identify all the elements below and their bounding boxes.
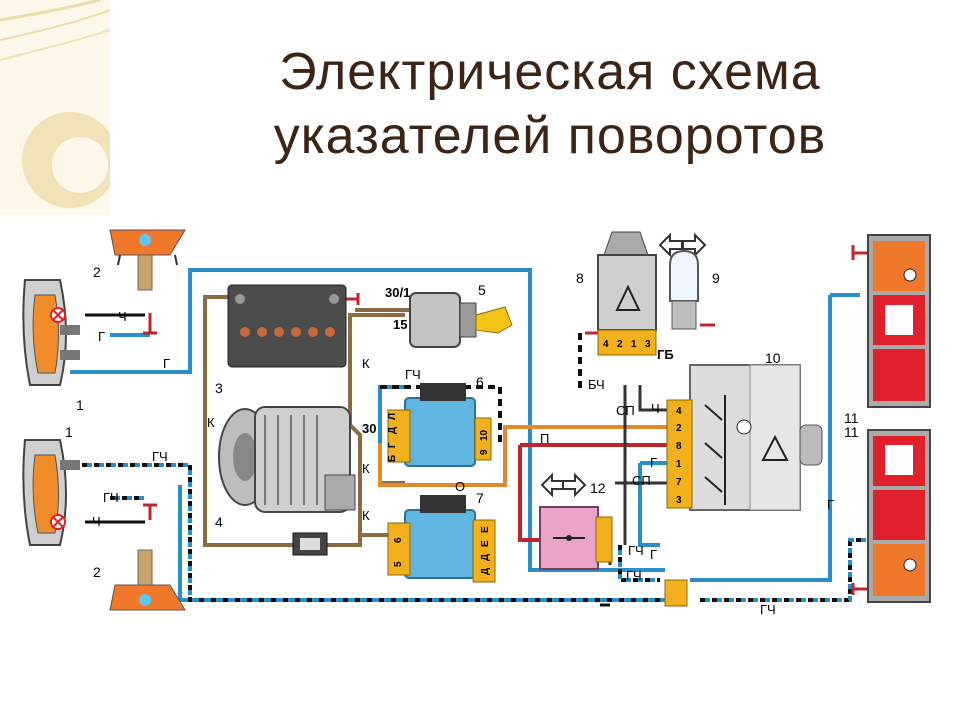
num-11a: 11 (844, 410, 859, 426)
switch8-pin-0: 4 (603, 339, 609, 350)
wire-label-g3: Г (650, 455, 657, 470)
title-line-2: указателей поворотов (273, 107, 827, 165)
wire-label-gch3: ГЧ (405, 367, 421, 382)
wire-label-gb: ГБ (657, 347, 674, 362)
turn-switch-unit (666, 364, 823, 511)
num-2b: 2 (93, 564, 101, 580)
wire-label-k2: К (362, 356, 370, 371)
relay6-pin-0: Б (387, 455, 398, 462)
relay6-right-1: 9 (479, 449, 490, 455)
relay-6 (387, 383, 492, 467)
relay6-right-0: 10 (479, 429, 490, 441)
unit10-pin-0: 4 (676, 406, 682, 417)
wire-label-bch: БЧ (588, 377, 605, 392)
decorative-corner (0, 0, 110, 215)
wire-label-g5: Г (827, 497, 834, 512)
headlight-upper (22, 279, 80, 386)
wire-label-gch6: ГЧ (760, 602, 776, 617)
page-title: Электрическая схема указателей поворотов (190, 40, 910, 168)
relay-7 (387, 495, 496, 583)
switch8-pin-3: 3 (645, 339, 651, 350)
relay6-pin-1: Г (387, 442, 398, 448)
flasher-relay (539, 506, 613, 570)
title-line-1: Электрическая схема (279, 43, 821, 101)
wire-label-g4: Г (650, 547, 657, 562)
direction-arrows-12 (540, 472, 587, 498)
num-10: 10 (765, 350, 781, 366)
num-9: 9 (712, 270, 720, 286)
wire-label-gch4: ГЧ (628, 543, 644, 558)
hazard-switch (597, 231, 657, 356)
switch8-pin-2: 1 (631, 339, 637, 350)
wire-label-gch2: ГЧ (103, 490, 119, 505)
headlight-lower (22, 439, 80, 546)
relay6-pin-2: Д (387, 427, 398, 434)
unit10-pins: 4 2 8 1 7 3 (676, 406, 682, 506)
wire-label-gch1: ГЧ (152, 449, 168, 464)
unit10-pin-4: 7 (676, 477, 682, 488)
switch8-pin-1: 2 (617, 339, 623, 350)
wire-label-gch5: ГЧ (626, 568, 642, 583)
wire-labels: Ч Г Г ГЧ ГЧ Ч К К К К ГЧ О СП Ч БЧ ГБ П … (92, 285, 834, 617)
wire-label-g2: Г (163, 356, 170, 371)
unit10-pin-2: 8 (676, 441, 682, 452)
wire-label-p1: П (540, 431, 549, 446)
relay7-pins: 6 5 Е Е Д Д (393, 526, 491, 575)
num-12: 12 (590, 480, 606, 496)
relay6-pins: Б Г Д Л 10 9 (387, 413, 490, 462)
red-wire (518, 443, 670, 542)
num-4: 4 (215, 514, 223, 530)
wiring-diagram: 1 1 2 2 3 4 5 6 7 8 9 10 11 11 12 Ч Г Г … (22, 229, 931, 617)
wire-label-k4: К (362, 508, 370, 523)
switch8-pins: 4 2 1 3 (603, 339, 651, 350)
direction-arrows-top (658, 232, 707, 258)
relay7-right-1: Е (480, 540, 491, 547)
wire-label-ch1: Ч (118, 309, 127, 324)
num-11b: 11 (844, 424, 859, 440)
wire-label-sp2: СП (632, 473, 651, 488)
ground-marks (143, 245, 870, 595)
rear-lamp-upper (867, 234, 931, 408)
side-repeater-lower (109, 549, 186, 611)
wire-label-sp1: СП (616, 403, 635, 418)
wire-label-o1: О (455, 479, 465, 494)
battery (227, 284, 347, 368)
connector-node (664, 579, 688, 607)
ignition-switch (409, 292, 513, 348)
relay7-right-3: Д (480, 568, 491, 575)
unit10-pin-1: 2 (676, 423, 682, 434)
unit10-pin-3: 1 (676, 459, 682, 470)
wire-label-g1: Г (98, 329, 105, 344)
num-6: 6 (476, 374, 484, 390)
generator (218, 406, 356, 513)
indicator-lamp (669, 249, 699, 330)
orange-wire (378, 425, 670, 487)
side-repeater-upper (109, 229, 186, 291)
num-3: 3 (215, 380, 223, 396)
rear-lamp-lower (867, 429, 931, 603)
relay7-left-1: 5 (393, 561, 404, 567)
num-8: 8 (576, 270, 584, 286)
terminal-30-1: 30/1 (385, 285, 410, 300)
num-1a: 1 (76, 397, 84, 413)
num-5: 5 (478, 282, 486, 298)
terminal-15: 15 (393, 317, 407, 332)
dashed-wires-blue (70, 463, 870, 602)
relay7-right-0: Е (480, 526, 491, 533)
wire-label-ch2: Ч (92, 514, 101, 529)
relay7-right-2: Д (480, 554, 491, 561)
wire-label-k1: К (207, 415, 215, 430)
unit10-pin-5: 3 (676, 495, 682, 506)
num-7: 7 (476, 490, 484, 506)
fuse-block (292, 532, 328, 556)
wire-label-ch3: Ч (651, 401, 660, 416)
num-1b: 1 (65, 424, 73, 440)
relay7-left-0: 6 (393, 537, 404, 543)
black-wires (85, 313, 610, 607)
relay6-pin-3: Л (387, 413, 398, 420)
component-numbers: 1 1 2 2 3 4 5 6 7 8 9 10 11 11 12 (65, 264, 859, 580)
wire-label-k3: К (362, 461, 370, 476)
num-2a: 2 (93, 264, 101, 280)
terminal-30: 30 (362, 421, 376, 436)
